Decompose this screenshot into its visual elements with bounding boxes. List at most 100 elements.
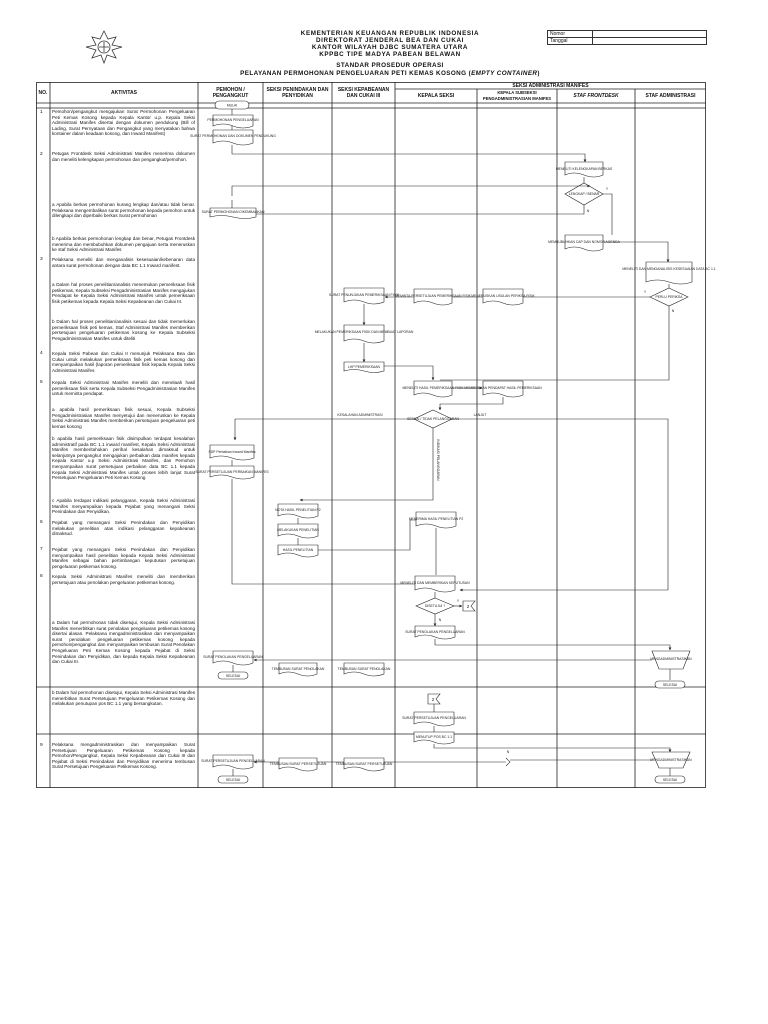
col-kasi: KEPALA SEKSI: [417, 93, 455, 99]
svg-text:DISETUJUI ?: DISETUJUI ?: [425, 604, 445, 608]
svg-text:N: N: [672, 309, 675, 313]
activity-number: 6: [40, 520, 43, 525]
meta-tanggal-value: [592, 37, 707, 45]
svg-text:N: N: [587, 209, 590, 213]
frontdesk-terima: MEMBUBUHKAN CAP DAN NOMOR AGENDA: [548, 234, 621, 252]
activity-number: 9: [40, 743, 43, 748]
activity-number: 2: [40, 152, 43, 157]
svg-text:HASIL PENELITIAN: HASIL PENELITIAN: [283, 548, 314, 552]
svg-text:MELAKUKAN PEMERIKSAAN FISIK DA: MELAKUKAN PEMERIKSAAN FISIK DAN MEMBUAT …: [315, 330, 414, 334]
activity-text: b Dalam hal proses penelitian/analisis s…: [52, 319, 195, 341]
svg-text:SURAT PERSETUJUAN PERBAIKAN MA: SURAT PERSETUJUAN PERBAIKAN MANIFES: [195, 470, 269, 474]
kasi-terima-hasil: MENERIMA HASIL PENELITIAN P2: [409, 511, 463, 529]
staf-admin-tolak: MENGADMINISTRASIKAN: [650, 650, 692, 670]
pemohon-doc-setuju: SURAT PERSETUJUAN PENGELUARAN: [201, 754, 265, 770]
col-no: NO.: [38, 90, 48, 96]
activity-text: c Apabila terdapat indikasi pelanggaran,…: [52, 498, 195, 515]
start-terminator: MULAI: [214, 100, 250, 110]
svg-text:SELESAI: SELESAI: [663, 683, 677, 687]
activity-text: Pelaksana mengadministrasikan dan menyam…: [52, 742, 195, 770]
decision-periksa: PERLU PERIKSA: [649, 287, 689, 307]
pemohon-doc-permohonan: PERMOHONAN PENGELUARAN: [207, 114, 259, 129]
svg-text:2: 2: [467, 604, 470, 609]
svg-text:SELESAI: SELESAI: [663, 778, 677, 782]
kasi-teliti: MENELITI HASIL PEMERIKSAAN FISIK: [402, 380, 464, 398]
svg-text:INDIKASI PELANGGARAN: INDIKASI PELANGGARAN: [436, 439, 440, 481]
activity-text: a Dalam hal proses penelitian/analisis m…: [52, 282, 195, 304]
col-manifes-group: SEKSI ADMINISTRASI MANIFES: [512, 82, 589, 89]
doc-meta-table: Nomor Tanggal: [547, 30, 707, 45]
activity-text: Pemohon/pengangkut mengajukan Surat Perm…: [52, 109, 195, 137]
svg-text:TEMBUSAN SURAT PENOLAKAN: TEMBUSAN SURAT PENOLAKAN: [272, 667, 325, 671]
p2-nota: NOTA HASIL PENELITIAN P2: [275, 503, 321, 519]
end-pemohon-setuju: SELESAI: [217, 775, 249, 784]
svg-text:MEMBUBUHKAN CAP DAN NOMOR AGEN: MEMBUBUHKAN CAP DAN NOMOR AGENDA: [548, 240, 620, 244]
activity-text: a Apabila berkas permohonan kurang lengk…: [52, 202, 196, 219]
svg-text:SURAT PERSETUJUAN PENGELUARAN: SURAT PERSETUJUAN PENGELUARAN: [201, 759, 265, 763]
svg-text:TEMBUSAN SURAT PERSETUJUAN: TEMBUSAN SURAT PERSETUJUAN: [336, 762, 393, 766]
svg-text:LHP PEMERIKSAAN: LHP PEMERIKSAAN: [348, 365, 381, 369]
staf-admin-setuju: MENGADMINISTRASIKAN: [650, 751, 692, 769]
svg-text:MEMBERIKAN PENDAPAT HASIL PEME: MEMBERIKAN PENDAPAT HASIL PEMERIKSAAN: [464, 386, 542, 390]
svg-text:SURAT PENOLAKAN PENGELUARAN: SURAT PENOLAKAN PENGELUARAN: [203, 655, 263, 659]
svg-text:PERMOHONAN PENGELUARAN: PERMOHONAN PENGELUARAN: [207, 118, 259, 122]
col-staf: STAF ADMINISTRASI: [645, 93, 696, 99]
activity-number: 5: [40, 380, 43, 385]
svg-text:MENGADMINISTRASIKAN: MENGADMINISTRASIKAN: [650, 657, 692, 661]
header-ministry: KEMENTERIAN KEUANGAN REPUBLIK INDONESIA: [300, 30, 480, 37]
activity-number: 8: [40, 574, 43, 579]
col-p2: SEKSI PENINDAKAN DAN PENYIDIKAN: [266, 87, 329, 99]
pemohon-surat-perbaikan: SURAT PERSETUJUAN PERBAIKAN MANIFES: [195, 465, 269, 480]
kemenkeu-logo-icon: [85, 30, 123, 65]
col-aktivitas: AKTIVITAS: [110, 90, 138, 96]
p2-hasil: HASIL PENELITIAN: [277, 544, 319, 558]
svg-text:MENGADMINISTRASIKAN: MENGADMINISTRASIKAN: [650, 758, 692, 762]
svg-text:NOTA HASIL PENELITIAN P2: NOTA HASIL PENELITIAN P2: [275, 508, 321, 512]
svg-text:MENELITI HASIL PEMERIKSAAN FIS: MENELITI HASIL PEMERIKSAAN FISIK: [402, 386, 464, 390]
activity-text: a apabila hasil pemeriksaan fisik sesuai…: [52, 407, 195, 429]
svg-text:Y: Y: [457, 599, 460, 603]
activity-text: b Dalam hal permohonan disetujui, Kepala…: [52, 690, 195, 707]
activity-text: Pejabat yang menangani Seksi Penindakan …: [52, 520, 195, 537]
col-pemohon: PEMOHON / PENGANGKUT: [212, 87, 249, 99]
svg-text:N: N: [507, 750, 510, 754]
header-directorate: DIREKTORAT JENDERAL BEA DAN CUKAI: [316, 37, 464, 44]
activity-number: 4: [40, 351, 43, 356]
end-tolak: SELESAI: [654, 680, 686, 689]
kasubsi-usulan: MENERUSKAN USULAN PERIKSA FISIK: [471, 288, 535, 306]
svg-text:KESALAHAN ADMINISTRASI: KESALAHAN ADMINISTRASI: [337, 413, 382, 417]
staf-meneliti: MENELITI DAN MENGANALISIS KESESUAIAN DAT…: [622, 261, 716, 285]
connector-2-in: 2: [427, 693, 441, 705]
kbc-lhp: LHP PEMERIKSAAN: [343, 361, 385, 373]
svg-text:SDP Perbaikan Inward Manifes: SDP Perbaikan Inward Manifes: [208, 450, 255, 454]
header-regional-office: KANTOR WILAYAH DJBC SUMATERA UTARA: [311, 44, 469, 51]
end-setuju: SELESAI: [654, 775, 686, 784]
col-frontdesk: STAF FRONTDESK: [573, 93, 619, 99]
svg-text:N: N: [439, 618, 442, 622]
sop-title: STANDAR PROSEDUR OPERASI: [336, 62, 444, 69]
activity-text: Kepala Seksi Administrasi Manifes meneli…: [52, 574, 195, 585]
svg-text:MENELITI DAN MENGANALISIS KESE: MENELITI DAN MENGANALISIS KESESUAIAN DAT…: [622, 267, 715, 271]
decision-disetujui: DISETUJUI ?: [415, 597, 455, 615]
svg-text:MEMINTA PERSETUJUAN PEMERIKSAA: MEMINTA PERSETUJUAN PEMERIKSAAN FISIK: [395, 294, 472, 298]
svg-text:SELESAI: SELESAI: [226, 778, 240, 782]
svg-text:MENELITI DAN MEMBERIKAN KEPUTU: MENELITI DAN MEMBERIKAN KEPUTUSAN: [400, 581, 470, 585]
svg-text:SURAT PENUNJUKAN PEMERIKSAAN F: SURAT PENUNJUKAN PEMERIKSAAN FISIK: [329, 293, 400, 297]
frontdesk-meneliti: MENELITI KELENGKAPAN BERKAS: [556, 161, 613, 178]
activity-text: b Apabila berkas permohonan lengkap dan …: [52, 236, 195, 253]
svg-text:LANJUT: LANJUT: [474, 413, 487, 417]
activity-text: Kepala Seksi Administrasi Manifes meneli…: [52, 380, 195, 397]
sop-table-grid: [36, 82, 706, 788]
kbc-tunjuk: SURAT PENUNJUKAN PEMERIKSAAN FISIK: [329, 287, 400, 305]
sop-subtitle: PELAYANAN PERMOHONAN PENGELUARAN PETI KE…: [240, 70, 540, 77]
svg-text:2: 2: [432, 697, 435, 702]
svg-text:SURAT PERMOHONAN DIKEMBALIKAN: SURAT PERMOHONAN DIKEMBALIKAN: [202, 210, 265, 214]
kasi-usulan: MEMINTA PERSETUJUAN PEMERIKSAAN FISIK: [395, 288, 472, 306]
kasi-tutup-pos: MENUTUP POS BC 1.1: [413, 731, 455, 745]
p2-tembusan-setuju: TEMBUSAN SURAT PERSETUJUAN: [270, 757, 327, 772]
activity-text: b apabila hasil pemeriksaan fisik disimp…: [52, 436, 195, 481]
kasi-keputusan: MENELITI DAN MEMBERIKAN KEPUTUSAN: [400, 575, 470, 593]
col-kasubsi: KEPALA SUBSEKSI PENGADMINISTRASIAN MANIF…: [482, 90, 552, 101]
